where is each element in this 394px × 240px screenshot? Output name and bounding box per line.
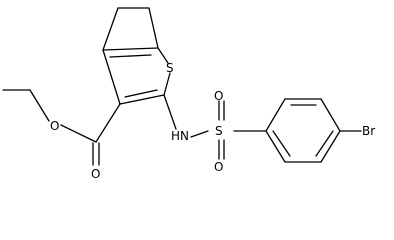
bond-c6a-s	[157, 47, 169, 64]
bond-c4-c5	[102, 7, 119, 51]
bond-c2-n	[163, 94, 177, 130]
bond-c2-c3	[119, 94, 165, 105]
bond-n-s	[190, 130, 209, 138]
bond-c3a-c6a	[102, 47, 159, 51]
sulfonyl-oxygen-top-label: O	[214, 89, 223, 103]
bond-c3a-c6a-inner	[109, 54, 152, 58]
bromine-label: Br	[362, 124, 375, 138]
structure-diagram: S O O HN S O O Br	[2, 7, 375, 181]
bond-s-c2	[163, 72, 171, 96]
bond-c3-ccarbonyl	[95, 103, 121, 143]
molecule-drawing: S O O HN S O O Br	[2, 7, 375, 181]
bond-c3-c3a	[102, 49, 121, 105]
bond-ar-inner-2	[315, 130, 334, 157]
bond-ar-inner-3	[272, 130, 291, 157]
carbonyl-oxygen-label: O	[91, 167, 100, 181]
bond-ar6-ar1	[265, 130, 286, 163]
sulfur-ring-label: S	[166, 61, 174, 75]
bond-o-ch2	[29, 89, 50, 122]
bond-ar4-ar5	[320, 130, 341, 163]
ester-oxygen-label: O	[50, 119, 59, 133]
bond-c6-c6a	[148, 7, 159, 49]
sulfonyl-oxygen-bottom-label: O	[214, 160, 223, 174]
bond-ccarbonyl-o	[60, 124, 97, 143]
nh-label: HN	[171, 129, 189, 143]
bond-c2-c3-inner	[124, 89, 158, 98]
bond-ar3-ar4	[320, 98, 341, 132]
sulfonyl-sulfur-label: S	[215, 124, 223, 138]
bond-ar1-ar2	[265, 98, 286, 132]
